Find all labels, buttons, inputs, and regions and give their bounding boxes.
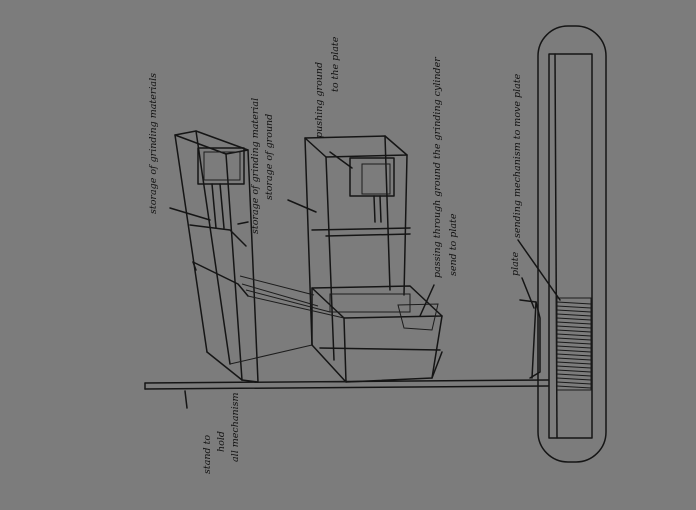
hatch-line — [557, 350, 591, 352]
hatch-line — [557, 386, 591, 388]
grinding-storage-unit — [175, 131, 258, 382]
hatch-line — [557, 338, 591, 340]
plate-bracket — [520, 300, 540, 378]
leader-lines — [170, 152, 560, 316]
hatch-line — [557, 318, 591, 320]
hatch-line — [557, 354, 591, 356]
hatch-line — [557, 346, 591, 348]
label-passing-through: passing through ground the grinding cyli… — [432, 56, 443, 278]
label-send-to-plate: send to plate — [448, 213, 459, 276]
pushing-unit — [305, 136, 410, 360]
hatch-line — [557, 370, 591, 372]
hatch-line — [557, 314, 591, 316]
label-all-mechanism: all mechanism — [230, 392, 241, 462]
hatch-line — [557, 330, 591, 332]
hatch-line — [557, 326, 591, 328]
connecting-lines — [230, 276, 346, 382]
plate-track — [538, 26, 606, 462]
label-hold: hold — [216, 431, 227, 452]
base-stand — [145, 380, 548, 408]
label-pushing-ground: pushing ground — [314, 62, 325, 138]
label-sending-mechanism: sending mechanism to move plate — [512, 73, 523, 238]
hatch-line — [557, 334, 591, 336]
hatch-line — [557, 366, 591, 368]
hatch-line — [557, 310, 591, 312]
hatch-line — [557, 378, 591, 380]
hatch-line — [557, 306, 591, 308]
hatch-line — [557, 382, 591, 384]
hatch-line — [557, 358, 591, 360]
plate-hatch — [557, 298, 591, 390]
label-storage-grinding-materials: storage of grinding materials — [148, 73, 159, 214]
label-plate: plate — [510, 251, 521, 276]
label-stand-to: stand to — [202, 435, 213, 474]
hatch-line — [557, 374, 591, 376]
label-to-the-plate: to the plate — [330, 36, 341, 92]
label-storage-grinding-material: storage of grinding material — [250, 98, 261, 234]
hatch-line — [557, 322, 591, 324]
hatch-line — [557, 362, 591, 364]
label-storage-ground: storage of ground — [264, 114, 275, 200]
hatch-line — [557, 342, 591, 344]
hatch-line — [557, 302, 591, 304]
